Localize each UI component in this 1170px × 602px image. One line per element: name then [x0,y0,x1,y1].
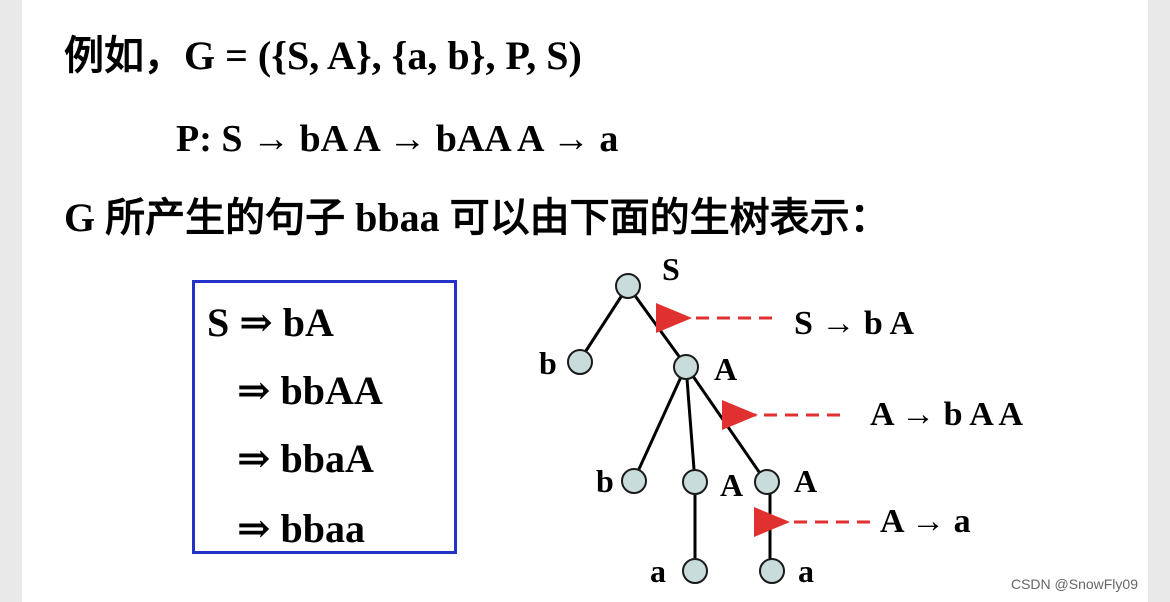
rule-label-2: A → b A A [870,396,1024,433]
left-margin [0,0,22,602]
node-A3 [754,469,780,495]
node-a2 [759,558,785,584]
production-rules: P: S → bA A → bAA A → a [176,118,619,160]
label-b1: b [539,345,557,381]
edge-A-b [632,365,688,481]
label-A3: A [794,463,817,499]
node-A1 [673,354,699,380]
derivation-step-1: S ⇒ bA [207,300,334,345]
node-a1 [682,558,708,584]
label-A1: A [714,351,737,387]
rule-label-1: S → b A [794,305,914,342]
grammar-definition: 例如，G = ({S, A}, {a, b}, P, S) [64,33,582,78]
label-a1: a [650,553,666,589]
node-A2 [682,469,708,495]
tree-nodes [567,273,785,584]
label-b2: b [596,463,614,499]
label-S: S [662,251,680,287]
edge-S-A [626,285,688,367]
derivation-step-3: ⇒ bbaA [237,436,374,481]
right-margin [1148,0,1170,602]
label-A2: A [720,467,743,503]
edge-A-A2 [684,365,697,483]
parse-tree: S b A b A A a a S → b A A → b A A A → a [539,251,1024,589]
edge-S-b [578,285,630,361]
derivation-box: S ⇒ bA ⇒ bbAA ⇒ bbaA ⇒ bbaa [192,280,457,554]
tree-edges [578,285,772,570]
node-b2 [621,468,647,494]
label-a2: a [798,553,814,589]
slide: 例如，G = ({S, A}, {a, b}, P, S) P: S → bA … [22,0,1148,602]
derivation-step-4: ⇒ bbaa [237,506,366,551]
watermark: CSDN @SnowFly09 [1010,576,1138,592]
derivation-step-2: ⇒ bbAA [237,368,383,413]
tree-description: G 所产生的句子 bbaa 可以由下面的生树表示： [64,195,890,240]
node-S [615,273,641,299]
node-b1 [567,349,593,375]
rule-label-3: A → a [880,503,971,540]
